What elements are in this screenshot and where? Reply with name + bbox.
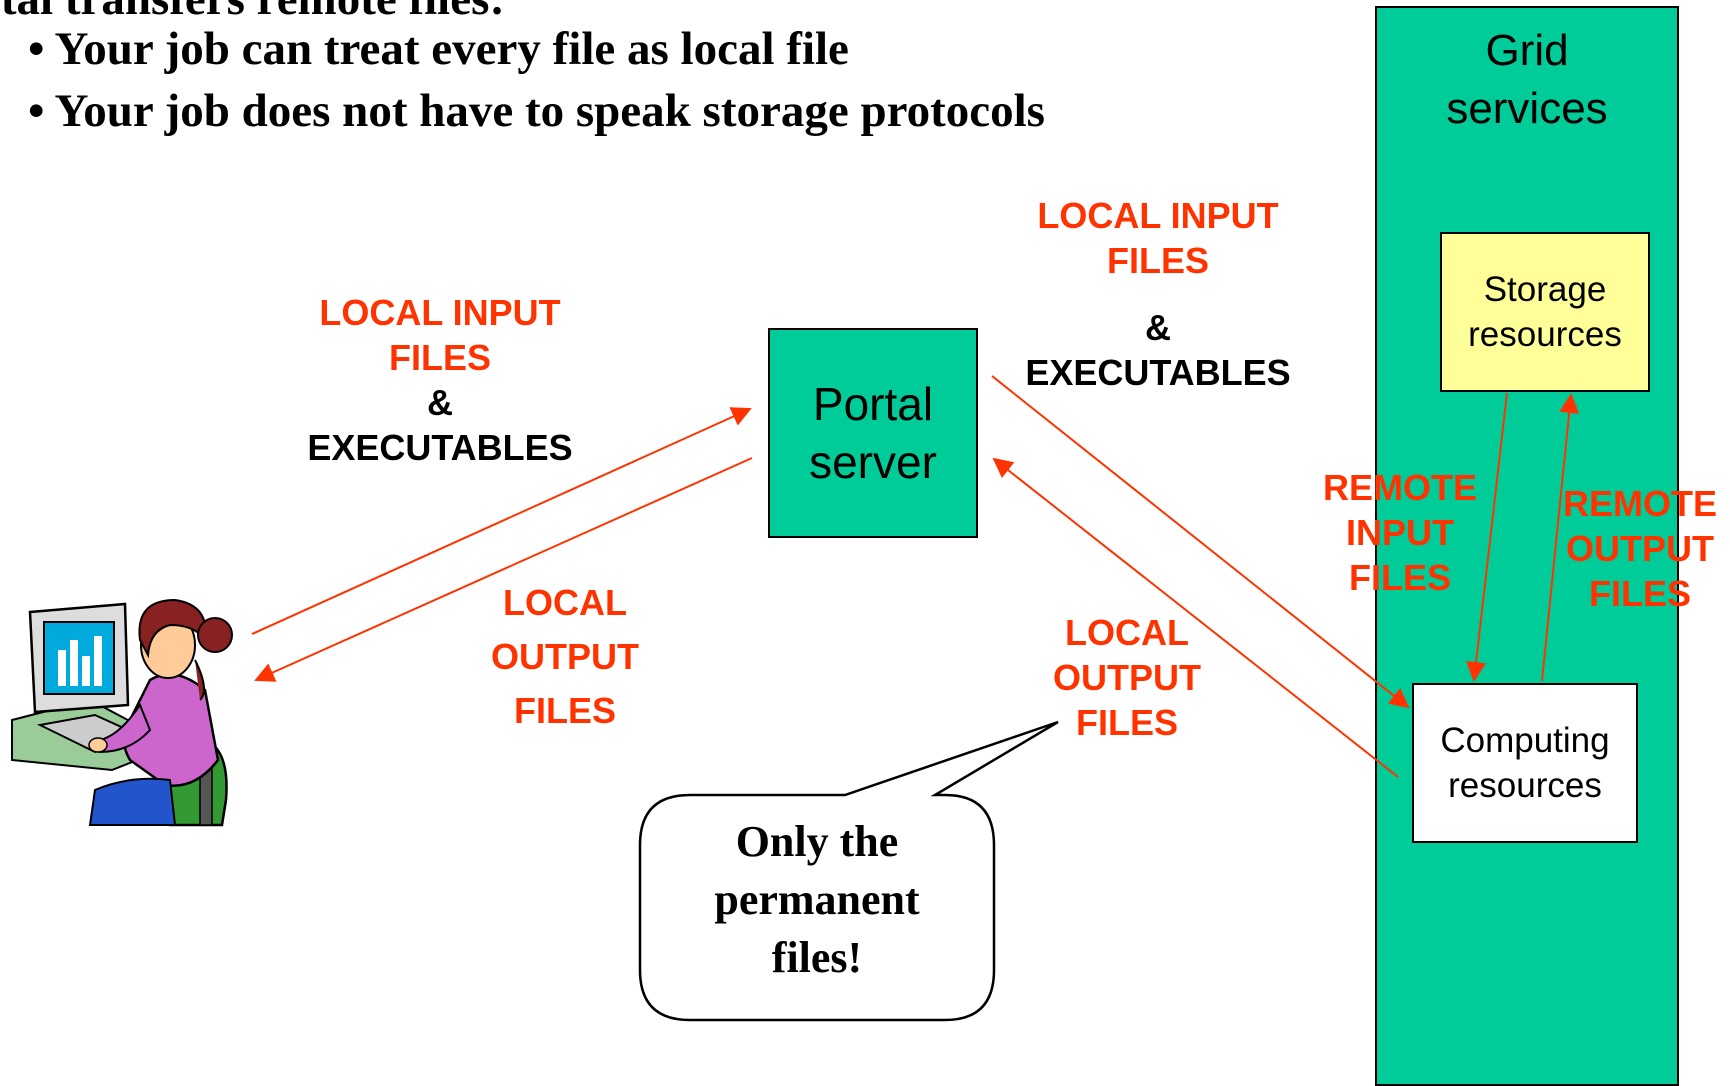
arrow-portal-to-computing bbox=[991, 375, 1410, 709]
arrow-user-to-portal bbox=[251, 407, 752, 635]
label-right-local-output: LOCAL OUTPUT FILES bbox=[1053, 612, 1201, 743]
storage-resources-box: Storage resources bbox=[1440, 232, 1650, 392]
label-right-local-input: LOCAL INPUT FILES & EXECUTABLES bbox=[1025, 195, 1291, 393]
label-remote-input: REMOTE INPUT FILES bbox=[1322, 467, 1477, 598]
callout-bubble bbox=[638, 720, 1059, 1022]
label-remote-output: REMOTE OUTPUT FILES bbox=[1562, 483, 1717, 614]
computing-resources-box: Computing resources bbox=[1412, 683, 1638, 843]
callout-text: Only the permanent files! bbox=[714, 817, 920, 982]
arrow-portal-to-user bbox=[254, 457, 753, 682]
arrow-computing-to-portal bbox=[992, 457, 1399, 778]
arrow-storage-to-computing bbox=[1466, 392, 1508, 682]
label-left-local-input: LOCAL INPUT FILES & EXECUTABLES bbox=[307, 292, 573, 468]
grid-services-panel bbox=[1375, 6, 1679, 1086]
arrow-computing-to-storage bbox=[1541, 393, 1580, 682]
bullet-2: • Your job does not have to speak storag… bbox=[28, 85, 1045, 137]
slide-title: rtal transfers remote files: bbox=[0, 0, 505, 26]
portal-server-box: Portal server bbox=[768, 328, 978, 538]
grid-services-title: Grid services bbox=[1446, 26, 1608, 133]
label-left-local-output: LOCAL OUTPUT FILES bbox=[491, 582, 639, 731]
bullet-1: • Your job can treat every file as local… bbox=[28, 23, 849, 75]
